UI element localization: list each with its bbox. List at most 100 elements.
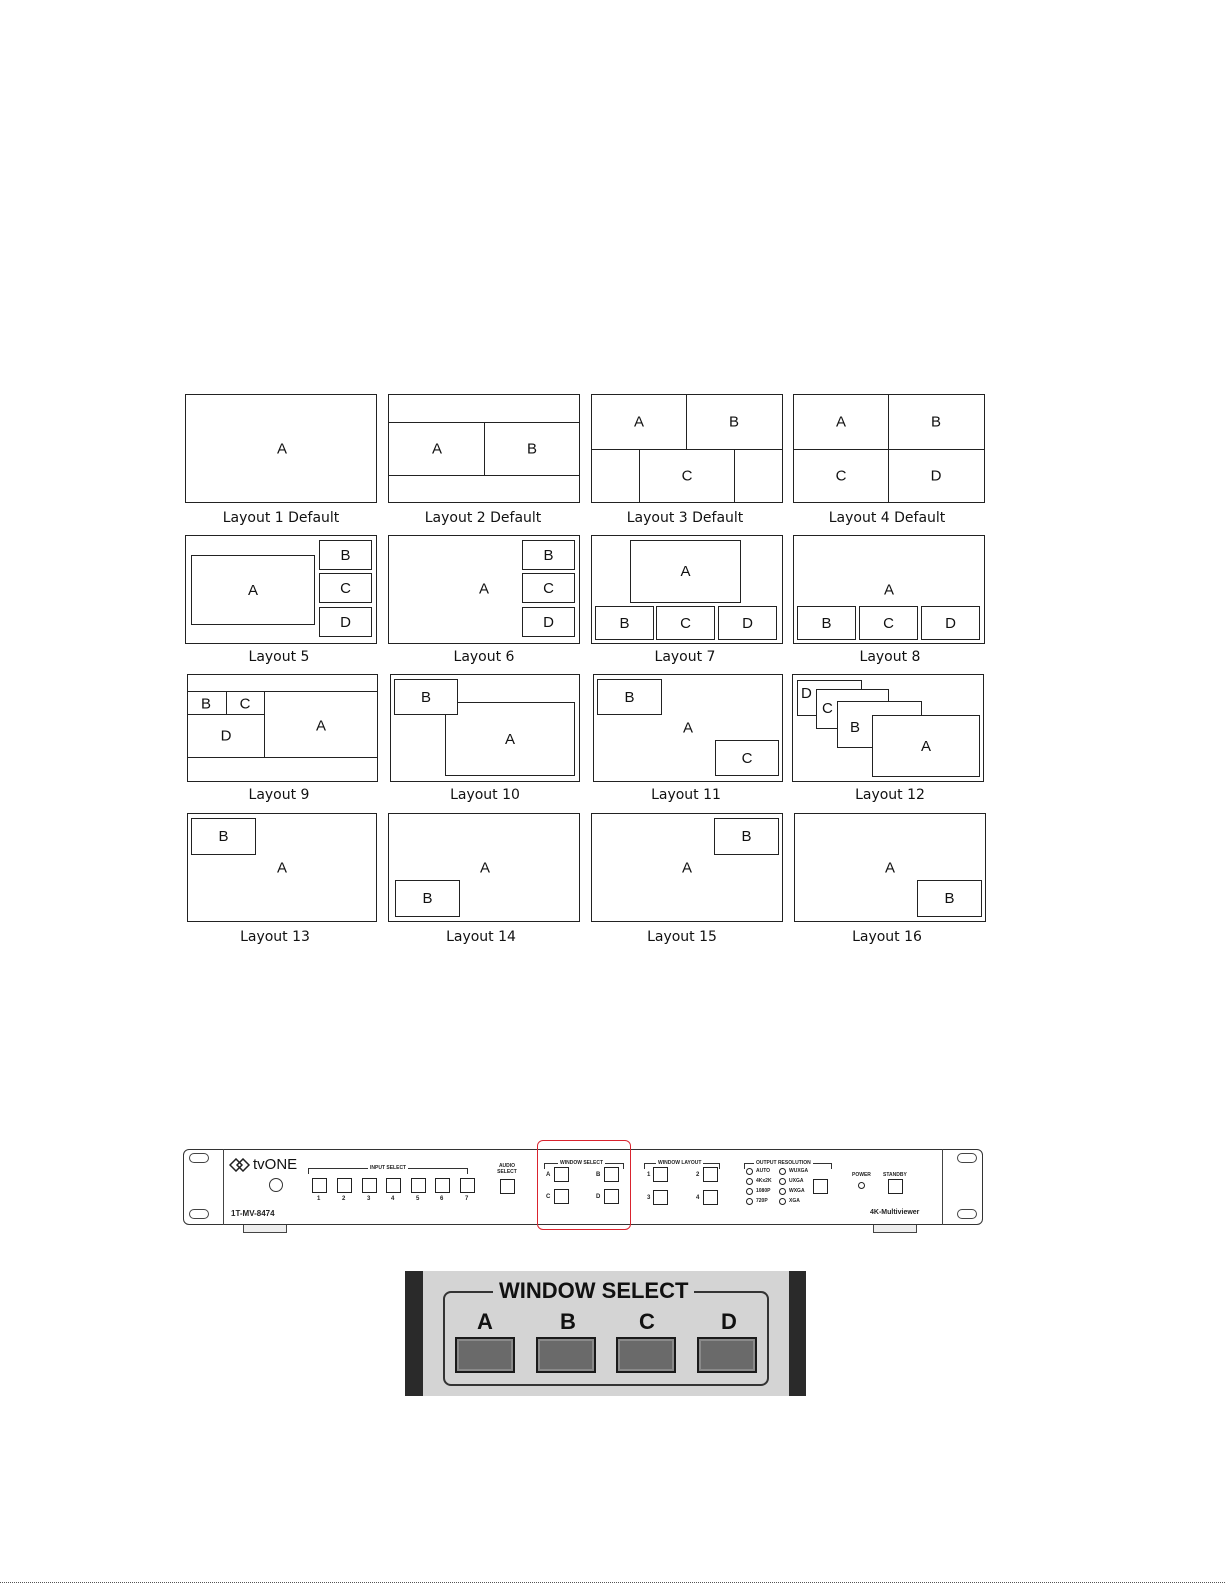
layout-7-diagram: A B C D <box>591 535 783 644</box>
window-letter: A <box>546 1172 551 1178</box>
input-button-3[interactable] <box>362 1178 377 1193</box>
zoom-letter-d: D <box>721 1309 737 1334</box>
input-button-7[interactable] <box>460 1178 475 1193</box>
layout-14-diagram: A B <box>388 813 580 922</box>
zoom-button-a[interactable] <box>455 1337 515 1373</box>
input-button-4[interactable] <box>386 1178 401 1193</box>
zoom-button-d[interactable] <box>697 1337 757 1373</box>
output-resolution-label: OUTPUT RESOLUTION <box>754 1160 813 1166</box>
input-button-2[interactable] <box>337 1178 352 1193</box>
layout-15-diagram: B A <box>591 813 783 922</box>
input-number: 4 <box>391 1196 395 1202</box>
layout-7-caption: Layout 7 <box>654 649 716 665</box>
window-select-button-b[interactable] <box>604 1167 619 1182</box>
layout-5-diagram: A B C D <box>185 535 377 644</box>
window-layout-button-4[interactable] <box>703 1190 718 1205</box>
output-resolution-button[interactable] <box>813 1179 828 1194</box>
window-a: A <box>682 719 694 737</box>
window-a: A <box>835 413 847 431</box>
window-a: A <box>276 440 288 458</box>
layout-11-caption: Layout 11 <box>651 787 721 803</box>
window-a: A <box>191 555 315 625</box>
window-layout-button-1[interactable] <box>653 1167 668 1182</box>
window-letter: C <box>546 1194 551 1200</box>
layout-10-caption: Layout 10 <box>450 787 520 803</box>
input-button-1[interactable] <box>312 1178 327 1193</box>
resolution-label: AUTO <box>756 1168 771 1174</box>
audio-select-label: AUDIO SELECT <box>497 1163 517 1175</box>
window-select-button-c[interactable] <box>554 1189 569 1204</box>
layout-number: 3 <box>647 1195 651 1201</box>
layout-13-caption: Layout 13 <box>240 929 310 945</box>
layout-4-caption: Layout 4 Default <box>828 510 946 526</box>
window-select-button-d[interactable] <box>604 1189 619 1204</box>
device-front-panel: tvONE 1T-MV-8474 INPUT SELECT 1 2 3 4 5 … <box>183 1140 987 1245</box>
window-b: B <box>522 540 575 570</box>
layout-1-diagram: A <box>185 394 377 503</box>
layout-12-diagram: D C B A <box>792 674 984 782</box>
window-a: A <box>478 580 490 598</box>
resolution-label: WXGA <box>789 1188 805 1194</box>
layout-1-caption: Layout 1 Default <box>222 510 340 526</box>
zoom-letter-b: B <box>560 1309 576 1334</box>
layout-2-caption: Layout 2 Default <box>424 510 542 526</box>
input-number: 6 <box>440 1196 444 1202</box>
window-a: A <box>431 440 443 458</box>
layout-15-caption: Layout 15 <box>647 929 717 945</box>
window-b: B <box>200 695 212 713</box>
window-select-button-a[interactable] <box>554 1167 569 1182</box>
window-b: B <box>797 606 856 640</box>
layout-5-caption: Layout 5 <box>248 649 310 665</box>
resolution-label: 1080P <box>756 1188 771 1194</box>
audio-select-button[interactable] <box>500 1179 515 1194</box>
window-b: B <box>728 413 740 431</box>
window-d: D <box>930 467 942 485</box>
model-label: 1T-MV-8474 <box>231 1209 275 1218</box>
window-c: C <box>656 606 715 640</box>
window-select-label: WINDOW SELECT <box>558 1160 606 1166</box>
zoom-button-c[interactable] <box>616 1337 676 1373</box>
window-a: A <box>315 717 327 735</box>
window-c: C <box>239 695 251 713</box>
layout-number: 1 <box>647 1172 651 1178</box>
window-layout-button-3[interactable] <box>653 1190 668 1205</box>
layout-3-caption: Layout 3 Default <box>626 510 744 526</box>
window-d: D <box>718 606 777 640</box>
layout-8-diagram: A B C D <box>793 535 985 644</box>
window-b: B <box>319 540 372 570</box>
layout-12-caption: Layout 12 <box>855 787 925 803</box>
window-c: C <box>681 467 693 485</box>
window-c: C <box>715 740 779 776</box>
window-layout-label: WINDOW LAYOUT <box>656 1160 704 1166</box>
layout-10-diagram: A B <box>390 674 580 782</box>
zoom-button-b[interactable] <box>536 1337 596 1373</box>
window-a: A <box>681 859 693 877</box>
window-b: B <box>526 440 538 458</box>
layout-11-diagram: B A C <box>593 674 783 782</box>
window-a: A <box>445 702 575 776</box>
layout-16-diagram: A B <box>794 813 986 922</box>
resolution-label: WUXGA <box>789 1168 809 1174</box>
layout-9-diagram: B C D A <box>187 674 378 782</box>
window-a: A <box>276 859 288 877</box>
input-number: 7 <box>465 1196 469 1202</box>
input-button-5[interactable] <box>411 1178 426 1193</box>
standby-button[interactable] <box>888 1179 903 1194</box>
standby-label: STANDBY <box>883 1172 907 1178</box>
window-a: A <box>630 540 741 603</box>
layout-number: 2 <box>696 1172 700 1178</box>
window-b: B <box>394 679 458 715</box>
window-a: A <box>633 413 645 431</box>
layout-13-diagram: B A <box>187 813 377 922</box>
brand-name: tvONE <box>253 1156 298 1173</box>
input-button-6[interactable] <box>435 1178 450 1193</box>
window-letter: B <box>596 1172 601 1178</box>
input-number: 1 <box>317 1196 321 1202</box>
window-a: A <box>883 581 895 599</box>
window-select-highlight <box>537 1140 631 1230</box>
zoom-letter-a: A <box>477 1309 493 1334</box>
power-led <box>858 1182 865 1189</box>
window-layout-button-2[interactable] <box>703 1167 718 1182</box>
layout-9-caption: Layout 9 <box>248 787 310 803</box>
window-a: A <box>872 715 980 777</box>
